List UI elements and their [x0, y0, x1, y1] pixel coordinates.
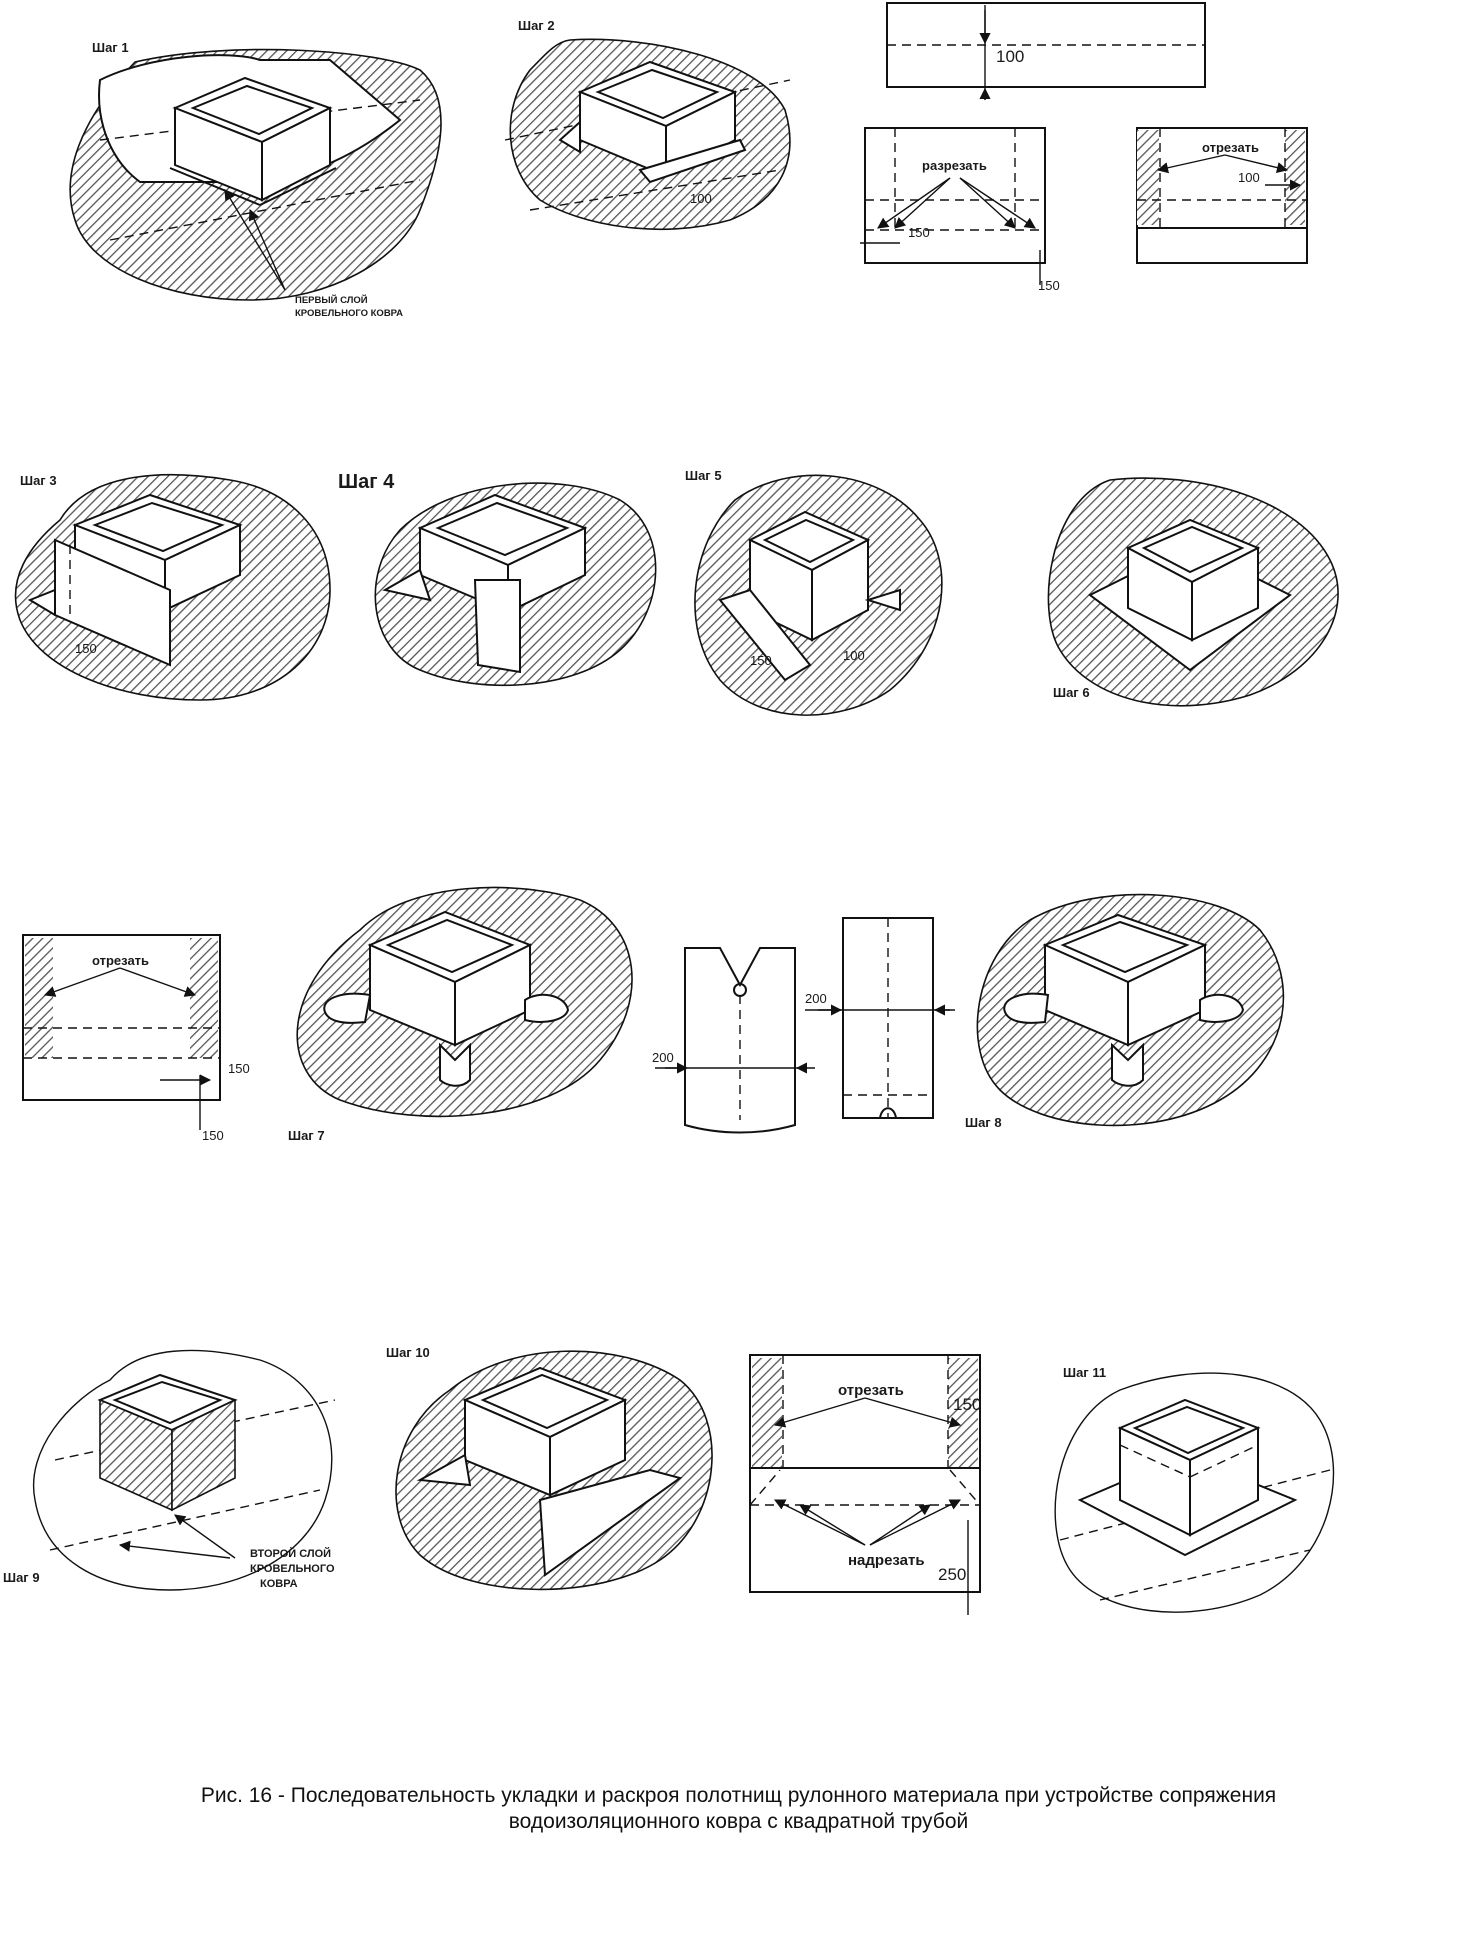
figure-caption: Рис. 16 - Последовательность укладки и р… [40, 1783, 1437, 1835]
step7-label: Шаг 7 [288, 1128, 325, 1143]
nadrezat-dim-250: 250 [938, 1565, 966, 1584]
step8-label: Шаг 8 [965, 1115, 1002, 1130]
strip-100-drawing [886, 2, 1206, 100]
step9-illustration [32, 1349, 336, 1591]
step11-label: Шаг 11 [1063, 1365, 1106, 1380]
otrezat-label-1: отрезать [1202, 140, 1259, 155]
step5-label: Шаг 5 [685, 468, 722, 483]
step5-illustration [694, 474, 943, 716]
cut-template-nadrezat [749, 1354, 981, 1615]
strip-dim-100: 100 [996, 47, 1024, 66]
step2-illustration [504, 38, 791, 231]
step3-illustration [14, 474, 331, 701]
step4-illustration [374, 482, 657, 687]
step10-label: Шаг 10 [386, 1345, 430, 1360]
nadrezat-label: надрезать [848, 1552, 925, 1569]
patch-template-strip [805, 917, 955, 1119]
step6-illustration [1047, 477, 1339, 707]
step1-label: Шаг 1 [92, 40, 129, 55]
step4-label: Шаг 4 [338, 471, 395, 493]
step3-label: Шаг 3 [20, 473, 57, 488]
step10-illustration [395, 1350, 713, 1591]
razrezat-dim-150b: 150 [1038, 278, 1060, 293]
razrezat-dim-150a: 150 [908, 225, 930, 240]
cut-template-razrezat [860, 127, 1046, 285]
step1-illustration [69, 48, 442, 301]
step8-illustration [976, 893, 1285, 1127]
step9-label: Шаг 9 [3, 1570, 40, 1585]
otrezat2-dim-150b: 150 [202, 1128, 224, 1143]
step3-dim-150: 150 [75, 641, 97, 656]
cut-template-otrezat-100 [1136, 127, 1308, 264]
otrezat-dim-100: 100 [1238, 170, 1260, 185]
caption-line-2: водоизоляционного ковра с квадратной тру… [508, 1810, 969, 1833]
second-layer-label-2: КРОВЕЛЬНОГО [250, 1563, 335, 1575]
step7-illustration [296, 886, 633, 1118]
patch-template-notched [655, 947, 815, 1134]
patch-dim-200b: 200 [805, 991, 827, 1006]
otrezat2-dim-150a: 150 [228, 1061, 250, 1076]
first-layer-label-1: ПЕРВЫЙ СЛОЙ [295, 294, 368, 306]
step6-label: Шаг 6 [1053, 685, 1090, 700]
otrezat-label-3: отрезать [838, 1382, 904, 1399]
cut-template-otrezat-150 [22, 934, 221, 1130]
second-layer-label-3: КОВРА [260, 1578, 298, 1590]
second-layer-label-1: ВТОРОЙ СЛОЙ [250, 1547, 331, 1560]
patch-dim-200a: 200 [652, 1050, 674, 1065]
step5-dim-100: 100 [843, 648, 865, 663]
step2-dim-100: 100 [690, 191, 712, 206]
otrezat-label-2: отрезать [92, 953, 149, 968]
razrezat-label: разрезать [922, 158, 987, 173]
step11-illustration [1054, 1372, 1335, 1613]
caption-line-1: Рис. 16 - Последовательность укладки и р… [200, 1784, 1277, 1807]
step2-label: Шаг 2 [518, 18, 555, 33]
first-layer-label-2: КРОВЕЛЬНОГО КОВРА [295, 308, 403, 319]
nadrezat-dim-150: 150 [953, 1395, 981, 1414]
step5-dim-150: 150 [750, 653, 772, 668]
